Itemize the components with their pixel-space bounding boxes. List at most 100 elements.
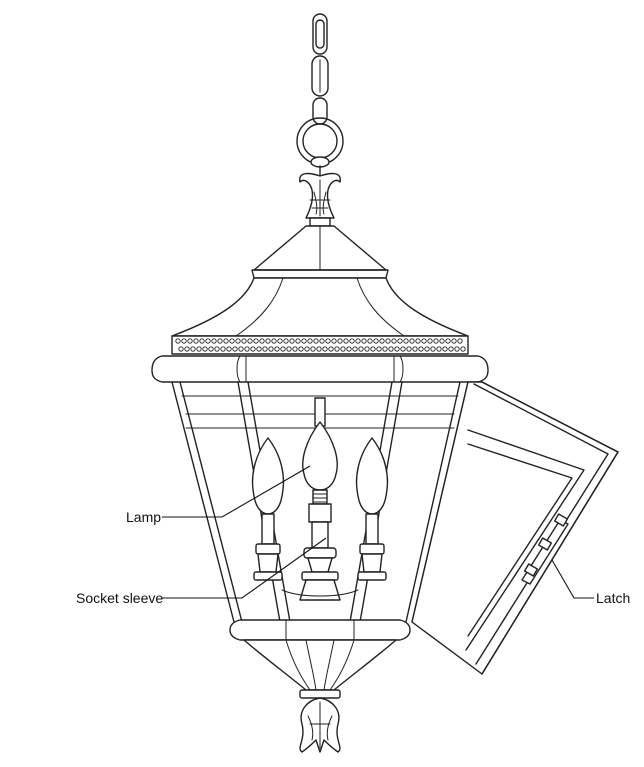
- bead: [433, 338, 439, 344]
- bead: [400, 346, 406, 352]
- bead: [454, 346, 460, 352]
- bead: [388, 346, 394, 352]
- bead: [415, 338, 421, 344]
- bead: [220, 346, 226, 352]
- lamp-label: Lamp: [126, 509, 161, 525]
- bead: [439, 338, 445, 344]
- bead: [352, 346, 358, 352]
- bead: [250, 346, 256, 352]
- candle-lamps: [251, 421, 389, 601]
- bead: [412, 346, 418, 352]
- bead: [316, 346, 322, 352]
- bead: [427, 338, 433, 344]
- bead: [307, 338, 313, 344]
- bead: [253, 338, 259, 344]
- bead: [178, 346, 184, 352]
- bottom-bowl: [243, 639, 397, 699]
- bead: [238, 346, 244, 352]
- bead: [448, 346, 454, 352]
- bead: [334, 346, 340, 352]
- bead: [424, 346, 430, 352]
- bead: [298, 346, 304, 352]
- bead: [223, 338, 229, 344]
- bead: [376, 346, 382, 352]
- bead: [187, 338, 193, 344]
- bead: [382, 346, 388, 352]
- latch-label: Latch: [596, 590, 630, 606]
- bead: [304, 346, 310, 352]
- bead: [373, 338, 379, 344]
- bead: [394, 346, 400, 352]
- bead: [403, 338, 409, 344]
- bead: [457, 338, 463, 344]
- bead: [385, 338, 391, 344]
- bead: [361, 338, 367, 344]
- bead: [391, 338, 397, 344]
- upper-rim: [151, 355, 489, 383]
- canopy: [171, 225, 469, 337]
- bead: [199, 338, 205, 344]
- bead: [214, 346, 220, 352]
- bead: [421, 338, 427, 344]
- bead: [418, 346, 424, 352]
- bead: [208, 346, 214, 352]
- bead: [322, 346, 328, 352]
- bead: [442, 346, 448, 352]
- bead: [211, 338, 217, 344]
- bead: [409, 338, 415, 344]
- bead: [397, 338, 403, 344]
- chain: [311, 13, 329, 125]
- bead: [310, 346, 316, 352]
- bead: [196, 346, 202, 352]
- bead: [364, 346, 370, 352]
- bead: [241, 338, 247, 344]
- bead: [277, 338, 283, 344]
- top-finial: [299, 165, 341, 227]
- bead: [259, 338, 265, 344]
- bead: [280, 346, 286, 352]
- lower-rim: [229, 619, 411, 641]
- bead: [406, 346, 412, 352]
- bead: [460, 346, 466, 352]
- bead: [181, 338, 187, 344]
- bead: [367, 338, 373, 344]
- bead: [235, 338, 241, 344]
- bead: [184, 346, 190, 352]
- bead: [331, 338, 337, 344]
- bead: [337, 338, 343, 344]
- bead: [292, 346, 298, 352]
- bead: [190, 346, 196, 352]
- bead: [226, 346, 232, 352]
- beaded-band: [171, 335, 469, 355]
- bead: [256, 346, 262, 352]
- bead: [202, 346, 208, 352]
- bead: [286, 346, 292, 352]
- bead: [268, 346, 274, 352]
- bead: [325, 338, 331, 344]
- bead: [289, 338, 295, 344]
- bead: [445, 338, 451, 344]
- bead: [451, 338, 457, 344]
- bead: [355, 338, 361, 344]
- bead: [370, 346, 376, 352]
- bead: [301, 338, 307, 344]
- bead: [205, 338, 211, 344]
- bead: [346, 346, 352, 352]
- bead: [271, 338, 277, 344]
- open-door: [411, 381, 619, 675]
- bead: [349, 338, 355, 344]
- bead: [436, 346, 442, 352]
- bottom-finial: [299, 697, 341, 753]
- bead: [358, 346, 364, 352]
- bead: [274, 346, 280, 352]
- bead: [313, 338, 319, 344]
- bead: [295, 338, 301, 344]
- bead: [319, 338, 325, 344]
- bead: [247, 338, 253, 344]
- socket-sleeve-label: Socket sleeve: [76, 590, 163, 606]
- bead: [430, 346, 436, 352]
- bead: [328, 346, 334, 352]
- hanging-ring: [296, 117, 344, 168]
